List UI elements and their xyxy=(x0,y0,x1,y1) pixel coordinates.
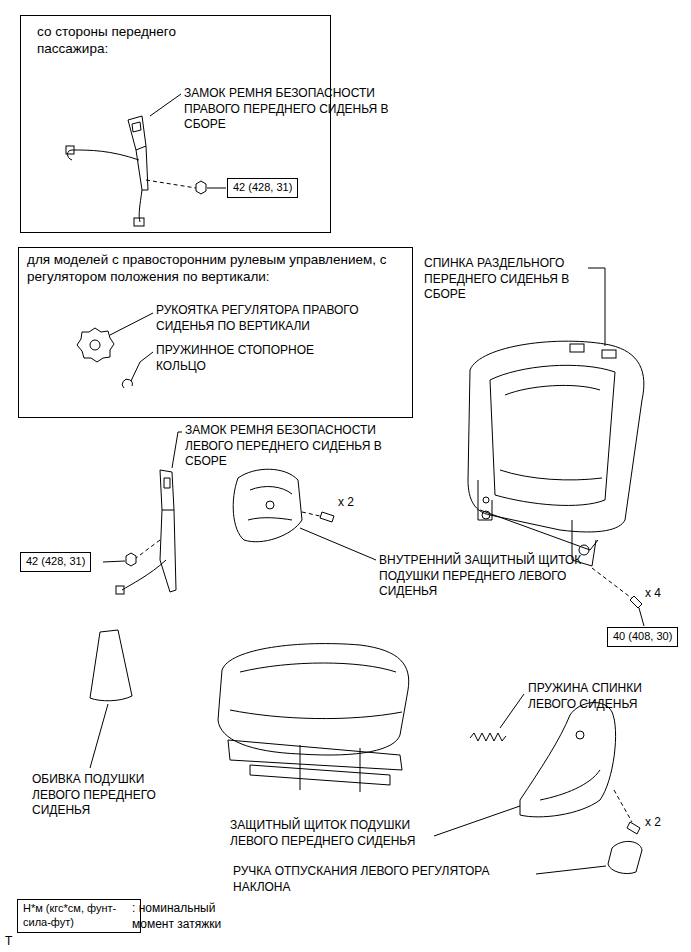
part-label: ПРУЖИННОЕ СТОПОРНОЕ КОЛЬЦО xyxy=(156,343,326,374)
left-buckle xyxy=(160,470,174,510)
inner-shield xyxy=(250,487,292,494)
page-mark: T xyxy=(5,934,25,950)
height-knob xyxy=(77,328,114,362)
quantity-label: x 4 xyxy=(645,586,675,602)
condition-box: со стороны переднего пассажира: 42 (428, … xyxy=(20,15,331,233)
torque-box: 40 (408, 30) xyxy=(607,627,678,647)
height-knob xyxy=(90,340,100,350)
seat-cushion xyxy=(240,663,396,672)
inner-shield xyxy=(248,518,292,520)
seat-cushion xyxy=(300,745,360,792)
leader-line xyxy=(90,704,108,768)
part-label: РУЧКА ОТПУСКАНИЯ ЛЕВОГО РЕГУЛЯТОРА НАКЛО… xyxy=(233,864,538,895)
right-buckle xyxy=(66,116,148,226)
right-buckle xyxy=(66,146,74,154)
part-label: ВНУТРЕННИЙ ЗАЩИТНЫЙ ЩИТОК ПОДУШКИ ПЕРЕДН… xyxy=(379,553,584,600)
legend-box: Н*м (кгс*см, фунт-сила-фут) xyxy=(17,899,141,933)
part-label: ЗАЩИТНЫЙ ЩИТОК ПОДУШКИ ЛЕВОГО ПЕРЕДНЕГО … xyxy=(230,818,435,849)
torque-box: 42 (428, 31) xyxy=(227,178,298,198)
screw xyxy=(320,512,334,522)
inner-shield xyxy=(233,469,302,542)
nut xyxy=(196,181,206,194)
height-knob xyxy=(77,328,114,362)
seat-back xyxy=(483,497,489,503)
leader-line xyxy=(300,528,376,560)
seat-cushion xyxy=(218,644,409,792)
part-label: ОБИВКА ПОДУШКИ ЛЕВОГО ПЕРЕДНЕГО СИДЕНЬЯ xyxy=(32,772,182,819)
seat-back xyxy=(505,385,600,395)
seat-back xyxy=(468,341,644,566)
seat-back xyxy=(490,365,615,505)
seat-cushion xyxy=(218,644,409,755)
leader-line xyxy=(110,313,153,335)
torque-value: 42 (428, 31) xyxy=(26,555,85,569)
leader-line xyxy=(136,540,160,558)
inner-shield xyxy=(266,501,274,509)
torque-value: Н*м (кгс*см, фунт-сила-фут) xyxy=(23,902,135,930)
part-label: СПИНКА РАЗДЕЛЬНОГО ПЕРЕДНЕГО СИДЕНЬЯ В С… xyxy=(424,256,589,303)
leader-line xyxy=(150,94,181,116)
release-handle xyxy=(608,841,642,873)
right-buckle xyxy=(132,122,141,132)
leader-line xyxy=(103,561,125,562)
seat-back xyxy=(500,470,602,480)
leader-line xyxy=(592,568,634,600)
spring xyxy=(470,733,506,741)
torque-box: 42 (428, 31) xyxy=(20,552,91,572)
part-label: ЗАМОК РЕМНЯ БЕЗОПАСНОСТИ ЛЕВОГО ПЕРЕДНЕГ… xyxy=(185,423,405,470)
seat-back xyxy=(602,350,616,358)
right-buckle xyxy=(134,218,144,226)
outer-shield xyxy=(576,731,584,739)
legend-note: : номинальный момент затяжки xyxy=(132,901,232,932)
part-label: РУКОЯТКА РЕГУЛЯТОРА ПРАВОГО СИДЕНЬЯ ПО В… xyxy=(156,303,396,334)
outer-shield xyxy=(520,703,616,817)
right-buckle xyxy=(139,190,142,222)
leader-line xyxy=(146,180,196,188)
screw xyxy=(627,822,640,834)
cushion-cover xyxy=(90,630,132,701)
seat-back xyxy=(482,511,490,519)
seat-back xyxy=(570,344,584,352)
seat-cushion xyxy=(230,710,402,719)
quantity-label: x 2 xyxy=(338,495,368,511)
left-buckle xyxy=(116,470,176,594)
right-buckle xyxy=(136,146,148,190)
nut xyxy=(126,553,136,566)
torque-value: 40 (408, 30) xyxy=(613,630,672,644)
seat-back xyxy=(468,341,644,532)
torque-value: 42 (428, 31) xyxy=(233,181,292,195)
leader-line xyxy=(131,352,153,381)
cushion-cover xyxy=(90,630,132,701)
leader-line xyxy=(207,188,226,189)
left-buckle xyxy=(160,510,176,592)
quantity-label: x 2 xyxy=(645,815,675,831)
seat-back xyxy=(478,480,492,520)
condition-heading: со стороны переднего пассажира: xyxy=(37,24,227,58)
leader-line xyxy=(614,790,632,822)
outer-shield xyxy=(520,703,616,817)
part-label: ЗАМОК РЕМНЯ БЕЗОПАСНОСТИ ПРАВОГО ПЕРЕДНЕ… xyxy=(184,86,394,133)
right-buckle xyxy=(68,150,140,160)
left-buckle xyxy=(116,586,124,594)
leader-line xyxy=(639,608,644,626)
leader-line xyxy=(434,806,520,836)
leader-line xyxy=(588,268,605,346)
right-buckle xyxy=(128,116,146,150)
leader-line xyxy=(500,694,524,728)
leader-line xyxy=(536,866,606,874)
seat-cushion xyxy=(250,765,390,785)
leader-line xyxy=(172,432,182,468)
part-label: ПРУЖИНА СПИНКИ ЛЕВОГО СИДЕНЬЯ xyxy=(528,681,668,712)
seat-back xyxy=(480,510,598,550)
outer-shield xyxy=(540,770,600,800)
inner-shield xyxy=(233,469,302,542)
leader-line xyxy=(302,512,320,516)
bolt xyxy=(630,596,642,608)
condition-heading: для моделей с правосторонним рулевым упр… xyxy=(27,252,402,286)
left-buckle xyxy=(164,478,170,488)
